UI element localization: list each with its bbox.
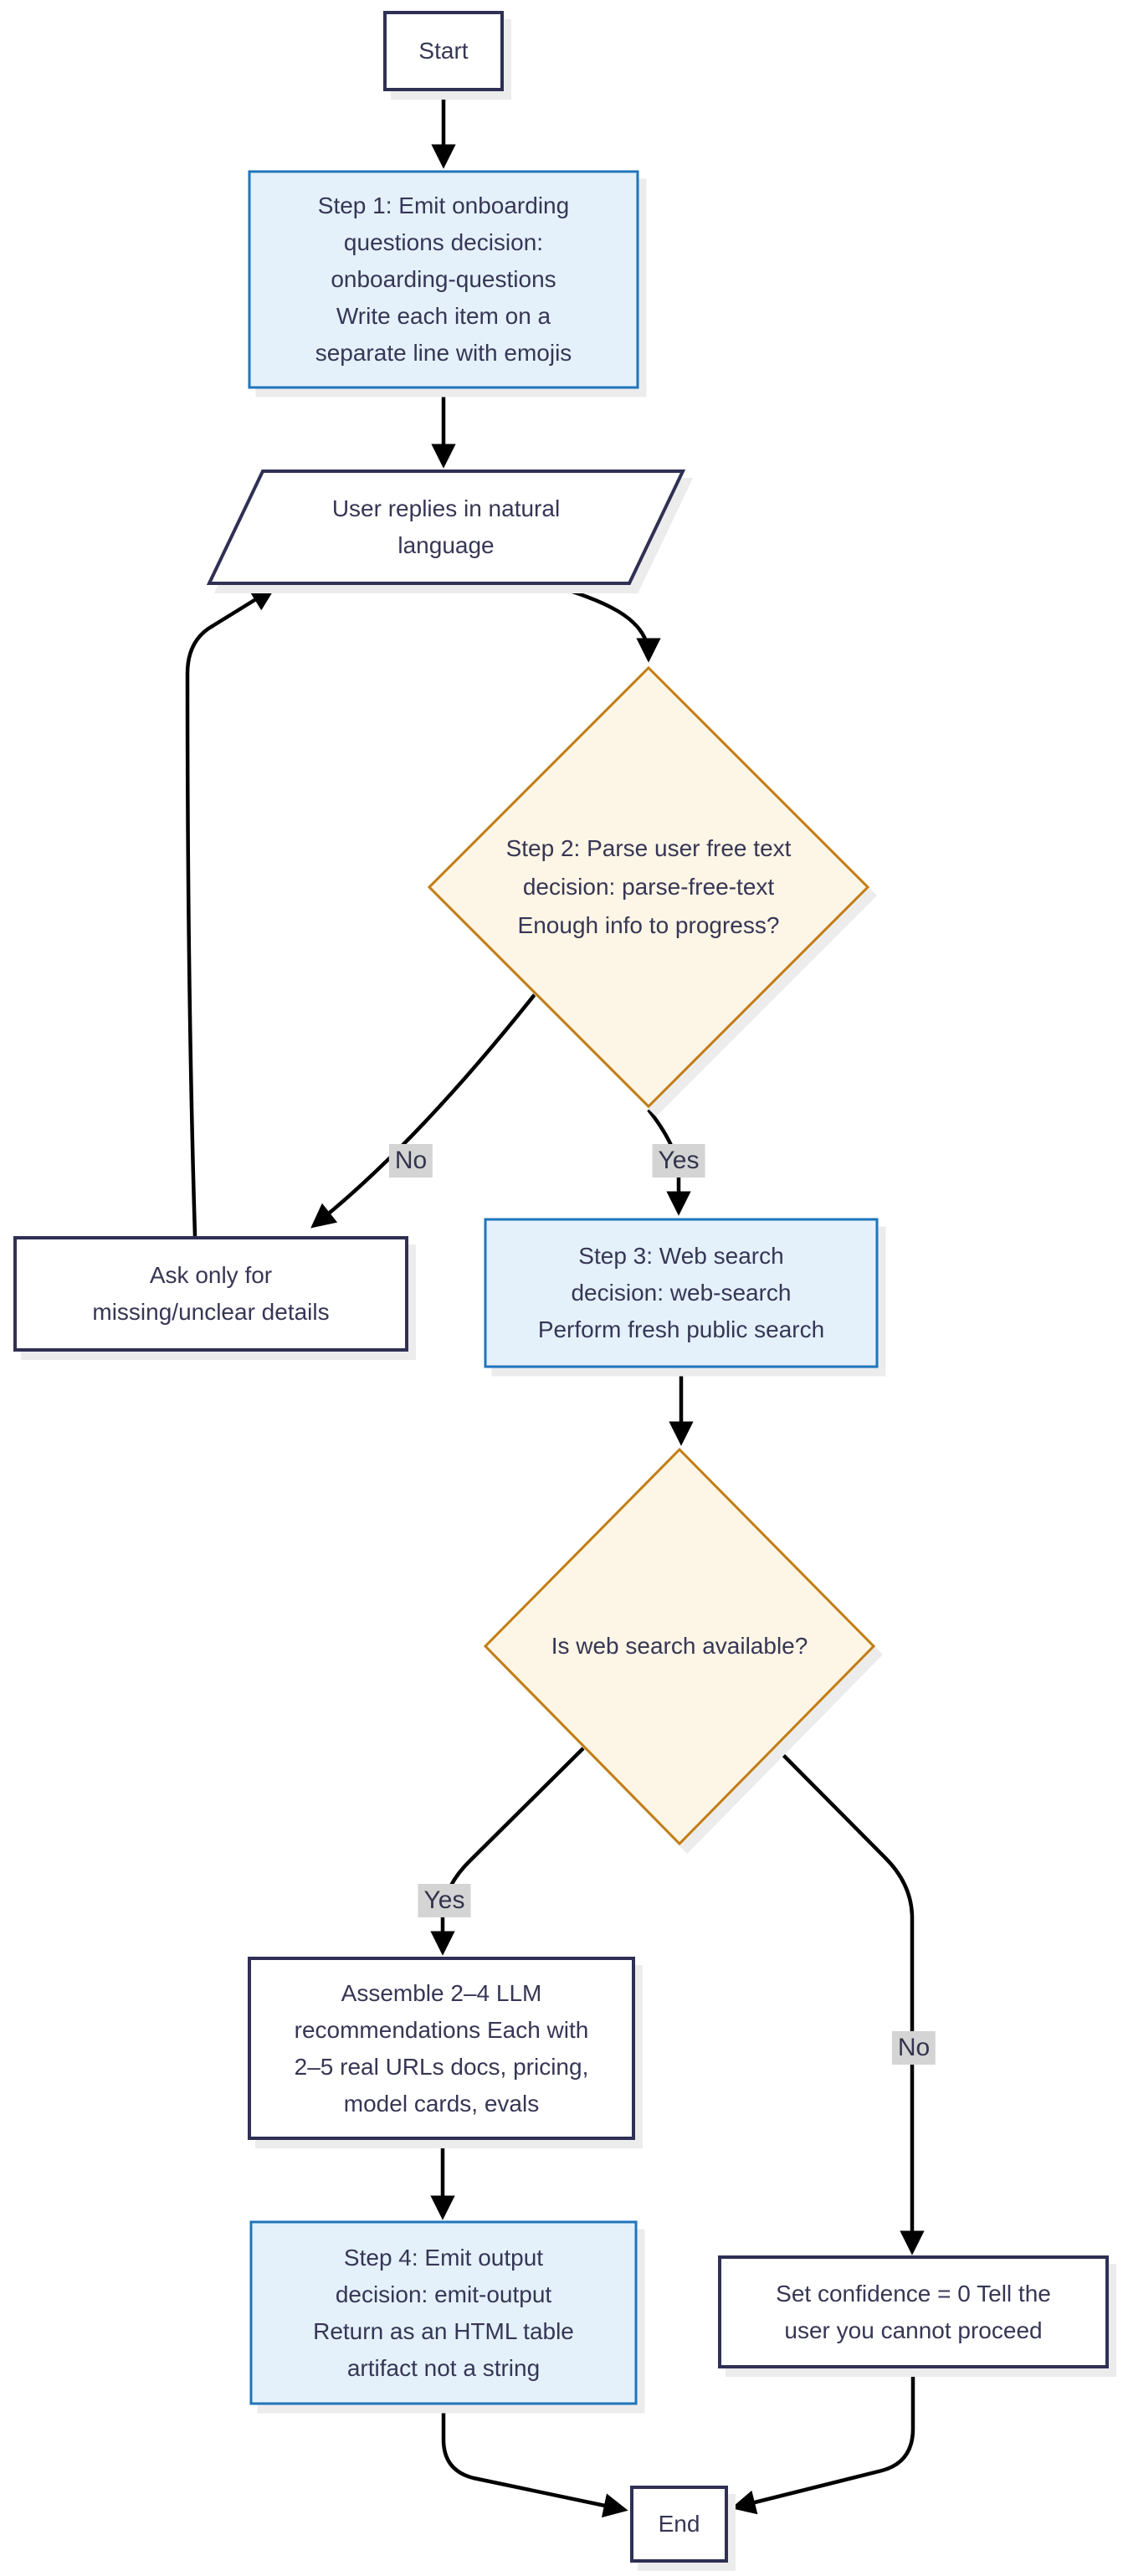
node-end-shape <box>630 2486 728 2563</box>
edge-ask-loop-to-reply <box>185 587 276 1237</box>
node-start-shape <box>383 11 504 91</box>
node-web-search-shape <box>484 1218 879 1368</box>
edge-parse-no-to-ask <box>310 992 537 1229</box>
node-assemble-shape <box>248 1957 635 2140</box>
edge-label-yes-parse: Yes <box>652 1144 705 1178</box>
node-parse-decision-shape <box>427 665 870 1109</box>
edge-emit-to-end <box>441 2407 628 2518</box>
node-user-reply-shape <box>206 470 686 585</box>
edge-label-no-parse: No <box>388 1144 433 1178</box>
edge-label-no-available: No <box>891 2031 936 2065</box>
node-emit-output-shape <box>249 2220 638 2405</box>
node-no-confidence-shape <box>718 2255 1109 2368</box>
edge-reply-to-parse-decision <box>550 582 661 663</box>
node-step1-shape <box>248 170 639 389</box>
node-search-available-shape <box>483 1447 876 1846</box>
edge-available-no-to-noconfidence <box>772 1744 925 2255</box>
edge-label-yes-available: Yes <box>418 1884 471 1917</box>
edge-noconfidence-to-end <box>731 2370 915 2515</box>
node-shape-group <box>13 11 1109 2563</box>
edge-available-yes-to-assemble <box>430 1744 587 1956</box>
node-ask-missing-shape <box>13 1236 408 1352</box>
